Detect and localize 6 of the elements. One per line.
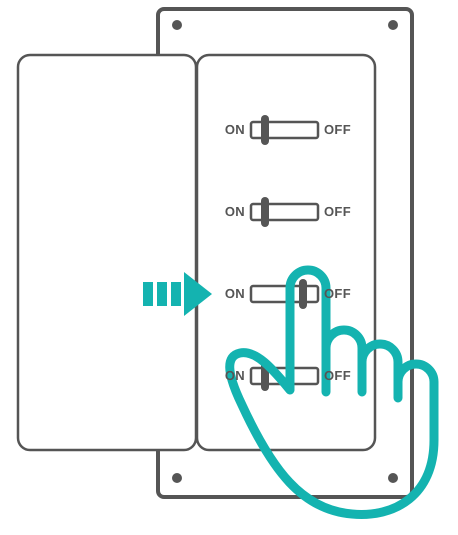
switch-label: ON xyxy=(224,369,245,382)
switch-label: OFF xyxy=(324,205,351,218)
switch-label: ON xyxy=(224,287,245,300)
switch-label: ON xyxy=(224,123,245,136)
switch-label: ON xyxy=(224,205,245,218)
switch-label: OFF xyxy=(324,123,351,136)
